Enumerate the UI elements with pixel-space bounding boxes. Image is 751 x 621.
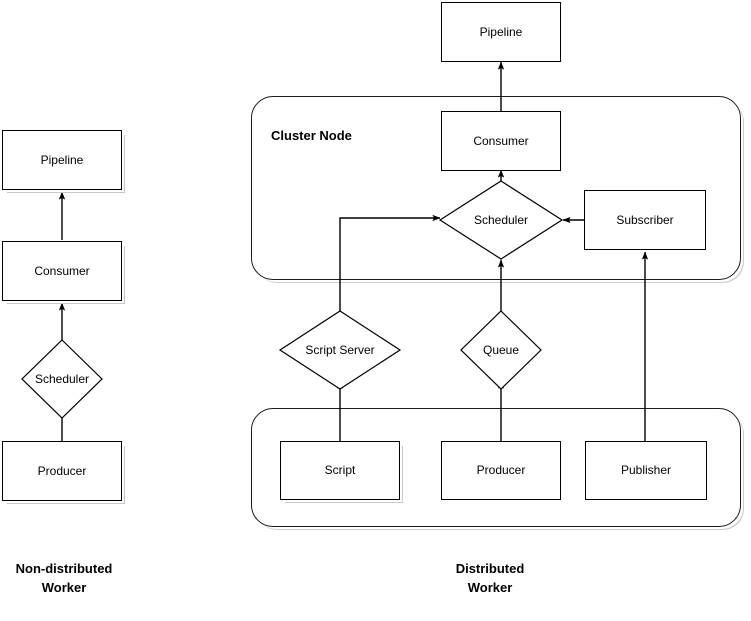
node-left-consumer[interactable]: Consumer xyxy=(2,241,122,301)
node-subscriber-label: Subscriber xyxy=(616,212,674,227)
node-queue-label: Queue xyxy=(482,343,520,357)
node-script[interactable]: Script xyxy=(280,441,400,500)
node-right-consumer-label: Consumer xyxy=(473,133,529,148)
caption-right-line1: Distributed xyxy=(455,561,525,576)
node-publisher-label: Publisher xyxy=(620,463,672,477)
node-right-pipeline-label: Pipeline xyxy=(479,24,523,39)
node-subscriber[interactable]: Subscriber xyxy=(584,190,706,250)
node-script-label: Script xyxy=(324,463,356,477)
node-right-scheduler-label: Scheduler xyxy=(473,213,529,227)
node-left-scheduler-label: Scheduler xyxy=(34,372,90,386)
node-right-consumer[interactable]: Consumer xyxy=(441,111,561,171)
node-left-pipeline[interactable]: Pipeline xyxy=(2,130,122,190)
node-right-pipeline[interactable]: Pipeline xyxy=(441,2,561,62)
node-script-server-label: Script Server xyxy=(305,343,375,357)
node-left-consumer-label: Consumer xyxy=(34,263,90,278)
node-right-producer[interactable]: Producer xyxy=(441,441,561,500)
caption-left-line2: Worker xyxy=(41,579,87,595)
node-left-pipeline-label: Pipeline xyxy=(40,152,84,167)
node-left-producer[interactable]: Producer xyxy=(2,441,122,501)
caption-left: Non-distributed Worker xyxy=(0,560,128,598)
caption-left-line1: Non-distributed xyxy=(15,561,113,576)
caption-right: Distributed Worker xyxy=(400,560,580,598)
container-cluster-node-label: Cluster Node xyxy=(271,128,352,143)
caption-right-line2: Worker xyxy=(467,579,513,595)
node-right-producer-label: Producer xyxy=(476,463,526,477)
node-publisher[interactable]: Publisher xyxy=(585,441,707,500)
node-left-producer-label: Producer xyxy=(37,463,87,478)
